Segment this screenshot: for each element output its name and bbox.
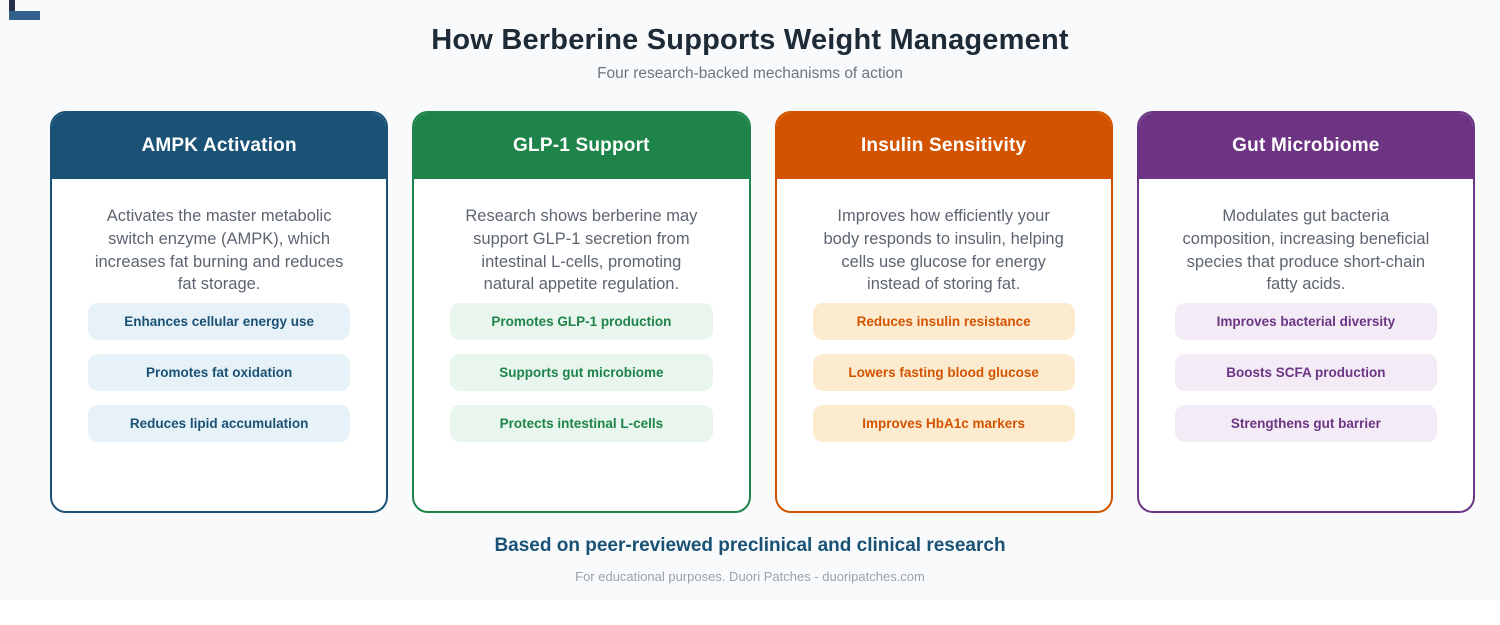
- benefit-pill: Reduces insulin resistance: [812, 303, 1075, 340]
- card-title: Gut Microbiome: [1232, 135, 1380, 156]
- benefit-pill: Promotes fat oxidation: [88, 354, 351, 391]
- benefit-pill: Lowers fasting blood glucose: [812, 354, 1075, 391]
- benefit-pill: Enhances cellular energy use: [88, 303, 351, 340]
- card-gut-microbiome: Gut Microbiome Modulates gut bacteria co…: [1136, 111, 1475, 513]
- footer-note: For educational purposes. Duori Patches …: [575, 569, 925, 584]
- bottom-white-strip: [0, 600, 1500, 625]
- page-title: How Berberine Supports Weight Management: [431, 24, 1069, 56]
- footer-heading: Based on peer-reviewed preclinical and c…: [494, 535, 1006, 556]
- benefit-pill: Promotes GLP-1 production: [450, 303, 713, 340]
- benefit-pill: Improves HbA1c markers: [812, 405, 1075, 442]
- benefit-pill: Improves bacterial diversity: [1174, 303, 1437, 340]
- benefit-pill: Protects intestinal L-cells: [450, 405, 713, 442]
- card-glp1-support: GLP-1 Support Research shows berberine m…: [412, 111, 751, 513]
- card-ampk-activation: AMPK Activation Activates the master met…: [50, 111, 389, 513]
- benefit-pill-list: Enhances cellular energy use Promotes fa…: [52, 303, 386, 442]
- infographic-canvas: How Berberine Supports Weight Management…: [0, 0, 1500, 584]
- page-subtitle: Four research-backed mechanisms of actio…: [597, 65, 903, 82]
- card-title: Insulin Sensitivity: [860, 135, 1027, 156]
- card-header: Insulin Sensitivity: [776, 113, 1111, 179]
- corner-mark-icon: [9, 11, 40, 20]
- card-insulin-sensitivity: Insulin Sensitivity Improves how efficie…: [774, 111, 1113, 513]
- card-description: Modulates gut bacteria composition, incr…: [1182, 207, 1430, 294]
- card-title: AMPK Activation: [141, 135, 297, 156]
- benefit-pill: Supports gut microbiome: [450, 354, 713, 391]
- card-description: Research shows berberine may support GLP…: [465, 207, 698, 294]
- corner-mark-icon: [9, 0, 15, 11]
- benefit-pill: Strengthens gut barrier: [1174, 405, 1437, 442]
- benefit-pill-list: Improves bacterial diversity Boosts SCFA…: [1139, 303, 1473, 442]
- mechanism-cards-row: AMPK Activation Activates the master met…: [0, 83, 1500, 513]
- benefit-pill: Reduces lipid accumulation: [88, 405, 351, 442]
- card-description: Improves how efficiently your body respo…: [823, 207, 1064, 294]
- benefit-pill: Boosts SCFA production: [1174, 354, 1437, 391]
- card-header: AMPK Activation: [52, 113, 387, 179]
- benefit-pill-list: Promotes GLP-1 production Supports gut m…: [414, 303, 748, 442]
- card-header: GLP-1 Support: [414, 113, 749, 179]
- card-header: Gut Microbiome: [1138, 113, 1473, 179]
- card-title: GLP-1 Support: [513, 135, 650, 156]
- card-description: Activates the master metabolic switch en…: [94, 207, 344, 294]
- benefit-pill-list: Reduces insulin resistance Lowers fastin…: [777, 303, 1111, 442]
